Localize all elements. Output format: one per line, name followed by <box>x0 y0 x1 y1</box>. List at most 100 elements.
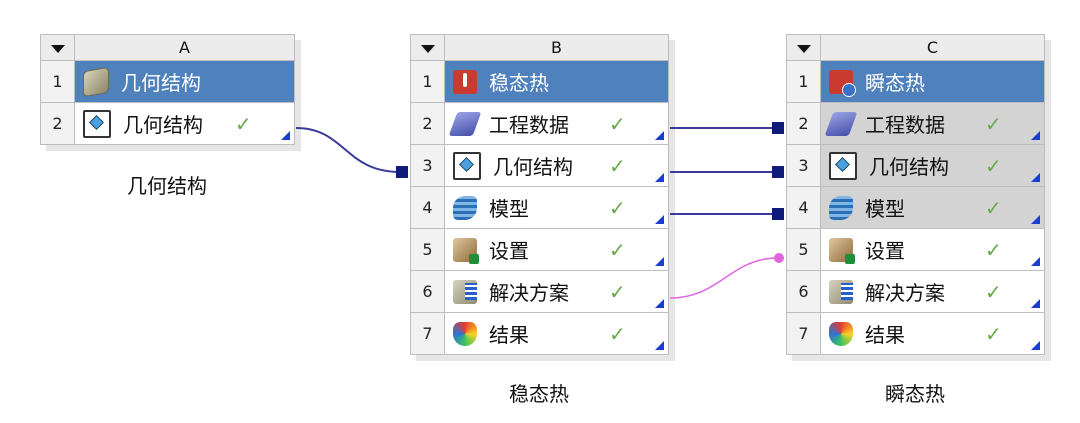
system-b-row-6[interactable]: 6 解决方案 ✓ <box>410 270 669 313</box>
system-b-row-5[interactable]: 5 设置 ✓ <box>410 228 669 271</box>
cell-label: 设置 <box>865 239 905 263</box>
cell-label: 结果 <box>489 323 529 347</box>
corner-resize-icon <box>281 131 290 140</box>
link-anchor-c3 <box>772 166 784 178</box>
row-number: 2 <box>40 102 75 145</box>
corner-resize-icon <box>655 215 664 224</box>
system-a-title[interactable]: 几何结构 <box>127 174 207 198</box>
system-b-row-3[interactable]: 3 几何结构 ✓ <box>410 144 669 187</box>
check-icon: ✓ <box>609 111 626 136</box>
thermometer-icon <box>453 69 477 94</box>
setup-icon <box>829 237 855 264</box>
check-icon: ✓ <box>609 237 626 262</box>
row-number: 7 <box>410 312 445 355</box>
check-icon: ✓ <box>235 111 252 136</box>
cell-label: 几何结构 <box>123 113 203 137</box>
corner-resize-icon <box>1031 215 1040 224</box>
link-anchor-c5 <box>774 253 784 263</box>
check-icon: ✓ <box>609 321 626 346</box>
check-icon: ✓ <box>985 279 1002 304</box>
geometry-file-icon <box>83 109 111 138</box>
system-c-row-3[interactable]: 3 几何结构 ✓ <box>786 144 1045 187</box>
system-b-row-7[interactable]: 7 结果 ✓ <box>410 312 669 355</box>
dropdown-arrow-icon <box>796 45 811 53</box>
system-b-title[interactable]: 稳态热 <box>509 382 569 406</box>
corner-resize-icon <box>655 299 664 308</box>
corner-resize-icon <box>655 257 664 266</box>
link-anchor-b3 <box>396 166 408 178</box>
system-c-row-6[interactable]: 6 解决方案 ✓ <box>786 270 1045 313</box>
corner-resize-icon <box>655 341 664 350</box>
check-icon: ✓ <box>609 279 626 304</box>
check-icon: ✓ <box>609 195 626 220</box>
corner-resize-icon <box>1031 131 1040 140</box>
solution-calculator-icon <box>453 279 477 304</box>
row-number: 1 <box>786 60 821 103</box>
link-b6-to-c5[interactable] <box>669 257 779 299</box>
cell-label: 解决方案 <box>489 281 569 305</box>
system-a-row-2[interactable]: 2 几何结构 ✓ <box>40 102 295 145</box>
cell-label: 工程数据 <box>489 113 569 137</box>
corner-resize-icon <box>655 131 664 140</box>
check-icon: ✓ <box>985 153 1002 178</box>
row-number: 2 <box>410 102 445 145</box>
corner-resize-icon <box>1031 173 1040 182</box>
thermometer-clock-icon <box>829 69 856 97</box>
system-c-row-4[interactable]: 4 模型 ✓ <box>786 186 1045 229</box>
system-a-column-letter: A <box>74 34 295 61</box>
system-c-row-5[interactable]: 5 设置 ✓ <box>786 228 1045 271</box>
cell-label: 设置 <box>489 239 529 263</box>
system-b-header-label: 稳态热 <box>489 71 549 95</box>
system-c-menu-toggle[interactable] <box>786 34 821 61</box>
link-anchor-c4 <box>772 208 784 220</box>
system-c-row-7[interactable]: 7 结果 ✓ <box>786 312 1045 355</box>
setup-icon <box>453 237 479 264</box>
system-c-title[interactable]: 瞬态热 <box>885 382 945 406</box>
corner-resize-icon <box>655 173 664 182</box>
results-contour-icon <box>453 321 477 346</box>
row-number: 3 <box>786 144 821 187</box>
system-a-menu-toggle[interactable] <box>40 34 75 61</box>
system-b-menu-toggle[interactable] <box>410 34 445 61</box>
check-icon: ✓ <box>985 237 1002 262</box>
geometry-file-icon <box>453 151 481 180</box>
corner-resize-icon <box>1031 299 1040 308</box>
system-b-column-letter: B <box>444 34 669 61</box>
mesh-model-icon <box>453 195 477 220</box>
mesh-model-icon <box>829 195 853 220</box>
system-c-row-2[interactable]: 2 工程数据 ✓ <box>786 102 1045 145</box>
cell-label: 工程数据 <box>865 113 945 137</box>
cell-label: 结果 <box>865 323 905 347</box>
dropdown-arrow-icon <box>420 45 435 53</box>
system-b[interactable]: B 1 稳态热 2 工程数据 ✓ 3 几何结构 ✓ <box>410 34 669 355</box>
system-c[interactable]: C 1 瞬态热 2 工程数据 ✓ 3 几何结构 ✓ <box>786 34 1045 355</box>
cell-label: 几何结构 <box>493 155 573 179</box>
row-number: 6 <box>410 270 445 313</box>
system-a-row-1[interactable]: 1 几何结构 <box>40 60 295 103</box>
solution-calculator-icon <box>829 279 853 304</box>
cell-label: 解决方案 <box>865 281 945 305</box>
row-number: 6 <box>786 270 821 313</box>
row-number: 4 <box>786 186 821 229</box>
check-icon: ✓ <box>985 111 1002 136</box>
geometry-file-icon <box>829 151 857 180</box>
cell-label: 模型 <box>489 197 529 221</box>
check-icon: ✓ <box>609 153 626 178</box>
row-number: 7 <box>786 312 821 355</box>
dropdown-arrow-icon <box>50 45 65 53</box>
row-number: 3 <box>410 144 445 187</box>
system-a[interactable]: A 1 几何结构 2 几何结构 ✓ <box>40 34 295 145</box>
cell-label: 几何结构 <box>869 155 949 179</box>
corner-resize-icon <box>1031 257 1040 266</box>
results-contour-icon <box>829 321 853 346</box>
system-c-column-letter: C <box>820 34 1045 61</box>
row-number: 1 <box>410 60 445 103</box>
link-anchor-c2 <box>772 122 784 134</box>
corner-resize-icon <box>1031 341 1040 350</box>
system-b-row-1[interactable]: 1 稳态热 <box>410 60 669 103</box>
system-c-header-label: 瞬态热 <box>865 71 925 95</box>
system-c-row-1[interactable]: 1 瞬态热 <box>786 60 1045 103</box>
link-a2-to-b3[interactable] <box>295 127 401 173</box>
check-icon: ✓ <box>985 321 1002 346</box>
